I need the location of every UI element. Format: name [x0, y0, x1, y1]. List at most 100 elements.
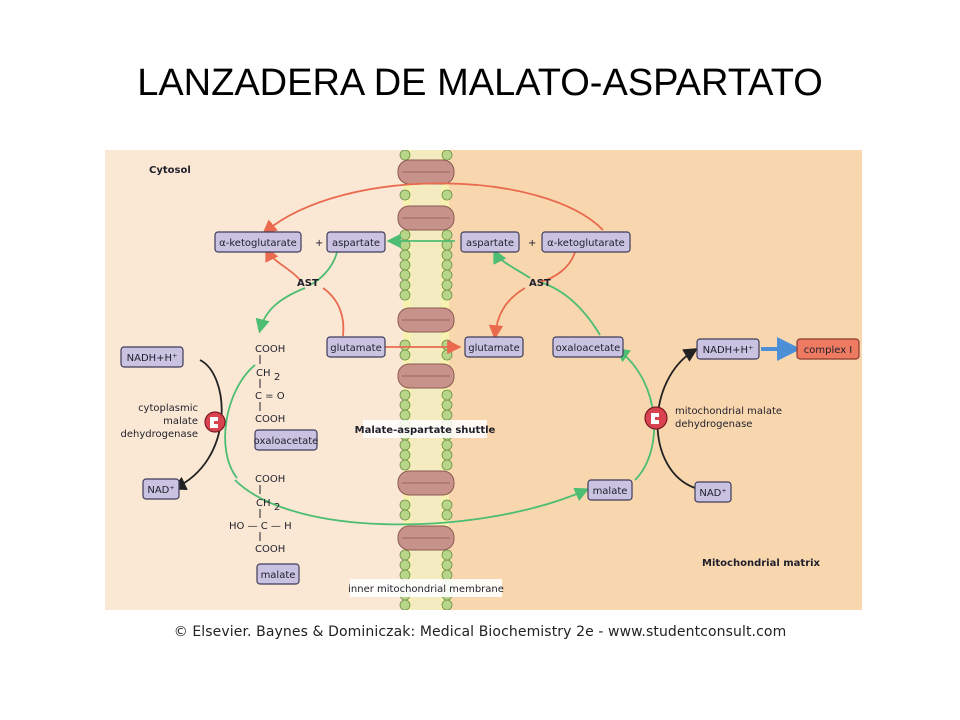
lipid-head [441, 459, 453, 471]
cyt-oaa-formula-4: COOH [255, 414, 285, 425]
slide-title: LANZADERA DE MALATO-ASPARTATO [137, 62, 823, 104]
lipid-head [399, 289, 411, 301]
mat-akg-text: α-ketoglutarate [547, 238, 625, 249]
lipid-head [441, 449, 453, 461]
mat-plus: + [528, 238, 536, 249]
lipid-head [399, 229, 411, 241]
cyt-nadh-box: NADH+H⁺ [120, 346, 184, 368]
lipid-head [441, 339, 453, 351]
cyt-malate-formula-2: CH [256, 498, 271, 509]
cyt-enzyme-line1: cytoplasmic [138, 403, 198, 414]
mat-akg-box: α-ketoglutarate [541, 231, 631, 253]
lipid-head [399, 439, 411, 451]
cyt-malate-formula-3: HO — C — H [229, 521, 292, 532]
cyt-enzyme-line3: dehydrogenase [121, 429, 198, 440]
mat-nadh-box: NADH+H⁺ [696, 338, 760, 360]
mat-ast-label: AST [529, 278, 551, 289]
cyt-oaa-formula-2: CH [256, 368, 271, 379]
membrane-label: inner mitochondrial membrane [348, 579, 504, 597]
cyt-glutamate-box: glutamate [326, 336, 386, 358]
lipid-head [441, 549, 453, 561]
lipid-head [441, 569, 453, 581]
cyt-ast-label: AST [297, 278, 319, 289]
arrow-cyt-oaa-malate [224, 364, 256, 479]
cyt-nadh-text: NADH+H⁺ [127, 353, 178, 364]
cyt-akg-text: α-ketoglutarate [219, 238, 297, 249]
lipid-head [441, 509, 453, 521]
mat-aspartate-text: aspartate [466, 238, 514, 249]
mat-oaa-box: oxaloacetate [552, 336, 624, 358]
lipid-head [441, 229, 453, 241]
lipid-head [399, 499, 411, 511]
mat-malate-box: malate [587, 479, 633, 501]
lipid-head [441, 349, 453, 361]
lipid-head [399, 279, 411, 291]
mat-nad-box: NAD⁺ [694, 481, 732, 503]
cyt-nad-box: NAD⁺ [142, 478, 180, 500]
lipid-head [399, 549, 411, 561]
lipid-head [441, 559, 453, 571]
cyt-akg-box: α-ketoglutarate [214, 231, 302, 253]
cyt-oaa-sub: 2 [274, 372, 280, 383]
shuttle-diagram: Cytosol Mitochondrial matrix Malate-aspa… [105, 150, 862, 610]
membrane-label-text: inner mitochondrial membrane [348, 584, 504, 595]
lipid-head [441, 259, 453, 271]
mat-nadh-text: NADH+H⁺ [703, 345, 754, 356]
lipid-head [399, 150, 411, 161]
arrow-malate-import [234, 479, 590, 526]
arrow-cyt-ast-glutamate [322, 287, 345, 337]
arrow-mat-oaa-ast [539, 281, 601, 336]
arrow-cyt-aspartate-ast [309, 251, 338, 286]
cyt-malate-sub: 2 [274, 502, 280, 513]
arrow-mat-akg-ast [539, 251, 576, 283]
lipid-head [399, 249, 411, 261]
arrow-mat-ast-glutamate [488, 287, 526, 340]
lipid-head [399, 339, 411, 351]
mat-malate-text: malate [593, 486, 628, 497]
lipid-head [441, 289, 453, 301]
arrow-akg-export [262, 182, 604, 235]
cyt-malate-box: malate [256, 563, 300, 585]
lipid-head [441, 189, 453, 201]
cyt-plus: + [315, 238, 323, 249]
lipid-head [399, 569, 411, 581]
lipid-head [441, 499, 453, 511]
mat-enzyme-icon [644, 406, 668, 430]
lipid-head [399, 509, 411, 521]
matrix-region [405, 150, 862, 610]
lipid-head [441, 389, 453, 401]
lipid-head [399, 349, 411, 361]
cyt-nad-text: NAD⁺ [147, 485, 174, 496]
lipid-head [399, 409, 411, 421]
mat-glutamate-box: glutamate [464, 336, 524, 358]
cyt-oaa-text: oxaloacetate [254, 436, 319, 447]
inner-membrane [397, 150, 455, 610]
cyt-oaa-formula-3: C = O [255, 391, 285, 402]
lipid-head [399, 269, 411, 281]
lipid-head [441, 150, 453, 161]
lipid-head [399, 389, 411, 401]
mat-aspartate-box: aspartate [460, 231, 520, 253]
complex-i-text: complex I [804, 345, 853, 356]
mat-enzyme-line1: mitochondrial malate [675, 406, 782, 417]
mat-enzyme-line2: dehydrogenase [675, 419, 752, 430]
mat-oaa-text: oxaloacetate [556, 343, 621, 354]
lipid-head [441, 399, 453, 411]
lipid-head [441, 439, 453, 451]
lipid-head [441, 249, 453, 261]
lipid-head [441, 269, 453, 281]
cyt-oaa-formula-1: COOH [255, 344, 285, 355]
cyt-glutamate-text: glutamate [330, 343, 381, 354]
cyt-malate-formula-1: COOH [255, 474, 285, 485]
mat-glutamate-text: glutamate [468, 343, 519, 354]
cyt-malate-text: malate [261, 570, 296, 581]
lipid-head [399, 459, 411, 471]
lipid-head [399, 599, 411, 610]
mat-nad-text: NAD⁺ [699, 488, 726, 499]
arrow-cyt-ast-akg [265, 246, 301, 281]
shuttle-label: Malate-aspartate shuttle [355, 420, 496, 438]
lipid-head [399, 559, 411, 571]
cyt-enzyme-line2: malate [163, 416, 198, 427]
arrow-cyt-ast-oaa [255, 287, 306, 334]
lipid-head [399, 189, 411, 201]
